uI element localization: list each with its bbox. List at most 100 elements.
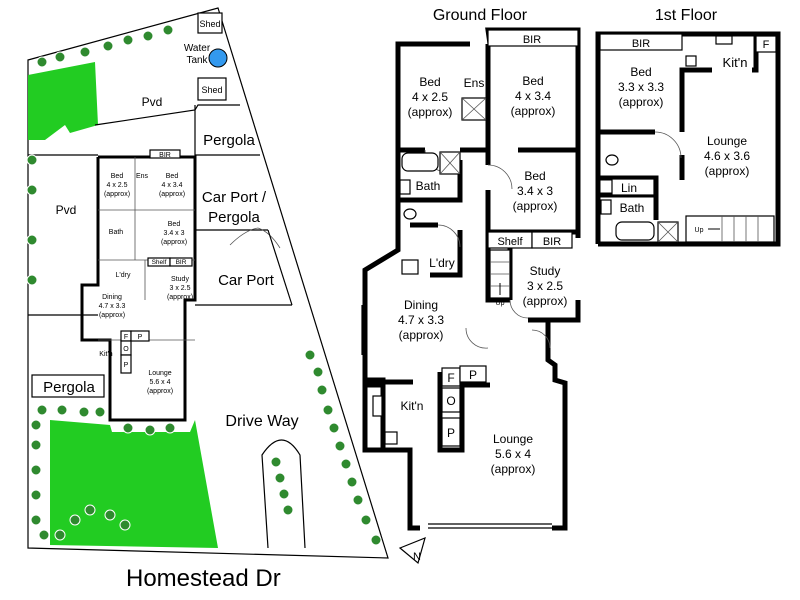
shrub	[328, 422, 340, 434]
site-divider-top	[94, 104, 240, 126]
shrub	[102, 40, 114, 52]
gf-bir-box	[487, 29, 579, 47]
shrub	[144, 424, 156, 436]
ff-lin-label: Lin	[621, 181, 637, 195]
mini-bath-label: Bath	[109, 229, 124, 236]
ff-cooktop	[685, 55, 697, 67]
carport-label: Car Port	[218, 272, 275, 289]
carport-side-line	[267, 229, 293, 306]
shrub	[162, 24, 174, 36]
kitchen-sink	[372, 395, 383, 417]
mini-f-label: F	[124, 334, 128, 341]
ff-vanity	[600, 199, 612, 215]
north-arrow-shape	[398, 536, 426, 565]
gf-up-label: Up	[496, 300, 505, 307]
shrub	[312, 366, 324, 378]
ff-bir-label: BIR	[632, 38, 650, 50]
shrub	[352, 494, 364, 506]
ground-floor-heading: Ground Floor	[433, 7, 528, 24]
mini-ens-label: Ens	[136, 173, 149, 180]
pergola-bottom-label: Pergola	[43, 379, 95, 396]
mini-bir-label: BIR	[159, 152, 171, 159]
mini-p-box	[120, 354, 132, 374]
gf-door-arc	[437, 224, 461, 248]
street-name: Homestead Dr	[126, 565, 281, 592]
mini-bir-box	[149, 149, 181, 159]
pvd-top-label: Pvd	[142, 95, 163, 109]
gf-kitn-label: Kit'n	[401, 399, 424, 413]
gf-wall	[460, 147, 491, 165]
gf-p-box	[441, 417, 461, 447]
ground-floor-right-wall	[545, 320, 568, 531]
ff-f-label: F	[763, 39, 770, 51]
water-tank	[208, 48, 228, 68]
gf-bir-label: BIR	[523, 34, 541, 46]
mini-shelf-label: Shelf	[152, 259, 167, 266]
mini-p2-box	[130, 330, 150, 342]
toilet	[403, 208, 417, 220]
shrubs-group	[26, 24, 382, 546]
water-tank-label-1: Water	[184, 43, 211, 54]
shrub	[84, 504, 96, 516]
shrub	[30, 439, 42, 451]
first-floor-heading: 1st Floor	[655, 7, 718, 24]
shed-mid-label: Shed	[201, 85, 222, 95]
gf-bir2-label: BIR	[543, 236, 561, 248]
water-tank-label-2: Tank	[186, 55, 208, 66]
shed-top	[197, 12, 223, 34]
ff-kitn-label: Kit'n	[723, 55, 748, 70]
shrub	[30, 514, 42, 526]
lawn-bottom	[50, 420, 218, 548]
ff-wall	[679, 67, 712, 132]
shrub	[30, 489, 42, 501]
shrub	[104, 509, 116, 521]
ground-floor-plan: Ground Floor	[361, 7, 581, 531]
shrub	[36, 56, 48, 68]
shrub	[78, 406, 90, 418]
shower-cross	[657, 221, 679, 243]
north-arrow: N	[398, 536, 426, 565]
gf-wall	[380, 379, 413, 450]
gf-o-box	[441, 387, 461, 413]
shrub	[334, 440, 346, 452]
shower-cross	[461, 97, 487, 121]
ff-bir-box	[599, 33, 683, 51]
pergola-top-label: Pergola	[203, 132, 255, 149]
mini-p-label: P	[124, 362, 129, 369]
ff-lin-box	[611, 178, 655, 196]
shrub	[36, 404, 48, 416]
gf-shelf-label: Shelf	[497, 236, 523, 248]
gf-o-label: O	[446, 394, 455, 408]
shrub	[274, 472, 286, 484]
shrub	[26, 184, 38, 196]
mini-house-outline	[80, 155, 197, 422]
gf-p2-label: P	[469, 368, 477, 382]
shrub	[54, 51, 66, 63]
gf-door-arc	[509, 299, 529, 319]
ff-bath-label: Bath	[620, 201, 645, 215]
pvd-left-label: Pvd	[56, 203, 77, 217]
shrub	[316, 384, 328, 396]
shrub	[270, 456, 282, 468]
gf-f-label: F	[447, 371, 454, 385]
shrub	[56, 404, 68, 416]
shrub	[30, 464, 42, 476]
shrub	[360, 514, 372, 526]
gf-p2-box	[459, 365, 487, 383]
shrub	[142, 30, 154, 42]
ff-bathtub	[615, 221, 655, 241]
shrub	[26, 154, 38, 166]
shrub	[119, 519, 131, 531]
mini-kitn-label: Kit'n	[99, 351, 113, 358]
